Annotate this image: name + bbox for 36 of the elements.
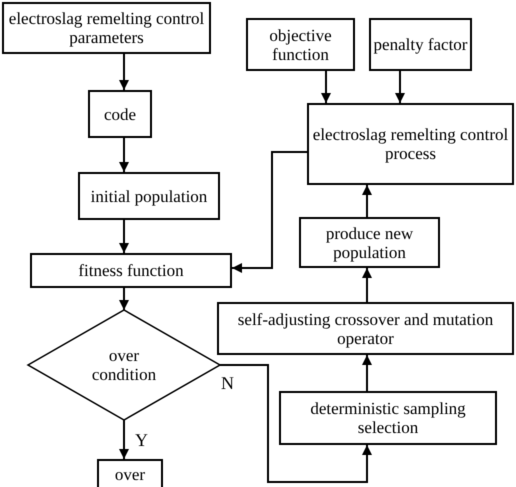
arrow <box>362 268 372 302</box>
process-box <box>30 253 232 288</box>
arrow <box>119 420 129 459</box>
box-label: self-adjusting crossover and mutation operator <box>236 310 494 348</box>
process-box <box>2 2 211 54</box>
box-label: penalty factor <box>374 35 468 54</box>
arrow <box>321 71 331 103</box>
arrow <box>362 355 372 391</box>
box-label: over condition <box>90 346 158 384</box>
box-label: deterministic sampling selection <box>309 399 467 437</box>
arrow <box>362 185 372 217</box>
process-box <box>299 217 440 268</box>
process-box <box>307 103 514 185</box>
process-box <box>217 302 514 355</box>
arrow <box>395 71 405 103</box>
arrow <box>119 54 129 90</box>
process-box <box>88 90 152 138</box>
process-box <box>78 172 220 220</box>
box-label: electroslag remelting control parameters <box>8 9 206 47</box>
box-label: objective function <box>268 26 333 64</box>
process-box <box>279 391 497 445</box>
arrow <box>119 138 129 172</box>
arrow <box>119 288 129 310</box>
process-box <box>97 459 163 487</box>
decision-diamond <box>26 309 222 421</box>
box-label: code <box>104 104 136 124</box>
arrow <box>119 220 129 253</box>
arrow <box>220 364 372 483</box>
box-label: fitness function <box>78 261 184 280</box>
box-label: over <box>114 464 146 484</box>
box-label: produce new population <box>324 224 414 262</box>
box-label: electroslag remelting control process <box>312 125 510 163</box>
process-box <box>369 18 472 71</box>
arrow <box>232 151 307 273</box>
process-box <box>246 18 355 71</box>
box-label: initial population <box>90 186 208 206</box>
